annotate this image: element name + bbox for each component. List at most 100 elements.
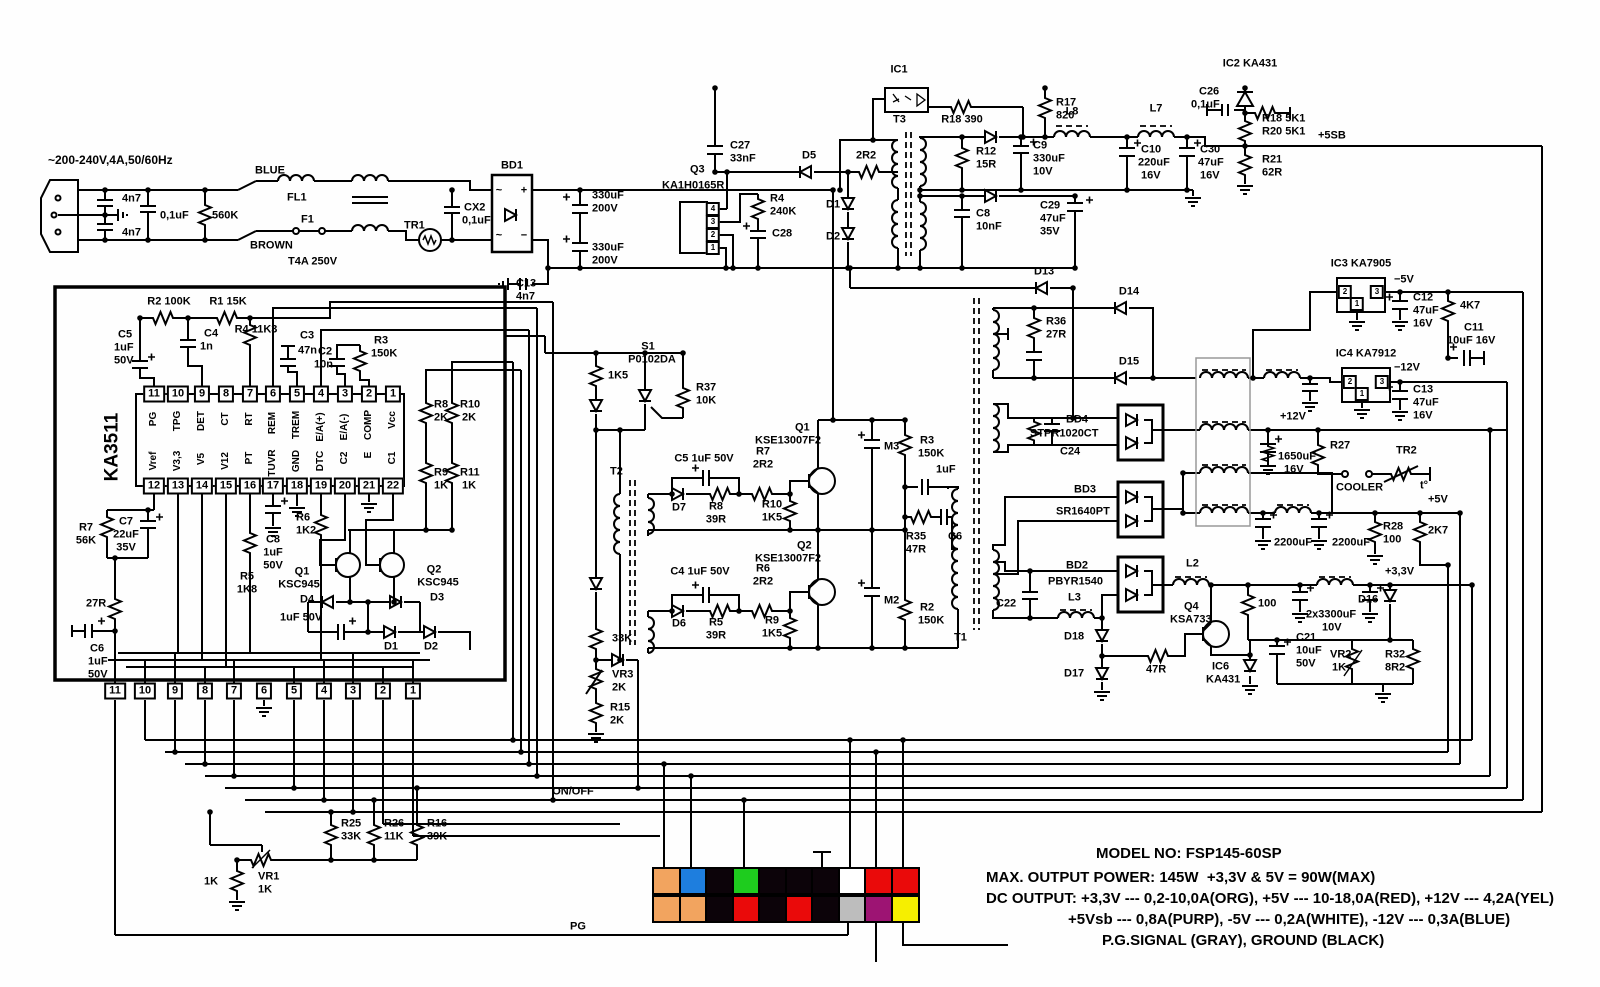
d13: D13 [1034, 265, 1055, 278]
polarity-marks [98, 138, 1457, 646]
d6: D6 [671, 617, 687, 630]
cx2-val: 0,1uF [462, 214, 491, 227]
ic2: IC2 KA431 [1222, 57, 1278, 70]
c9: C9 [1033, 139, 1048, 152]
pin-t8: 8 [217, 385, 235, 403]
d16: D16 [1358, 593, 1379, 606]
c4-ic-val: 1n [200, 340, 213, 353]
r-100-q4: 100 [1258, 597, 1277, 610]
pn-rem: REM [267, 411, 278, 435]
c-330uf-2: 330uF [592, 241, 624, 254]
c28: C28 [772, 227, 793, 240]
r17-val: 820 [1056, 109, 1075, 122]
conn-7: 7 [225, 682, 243, 700]
conn-5: 5 [285, 682, 303, 700]
c9-v1: 330uF [1033, 152, 1065, 165]
t2: T2 [610, 465, 623, 478]
legend-max-power: MAX. OUTPUT POWER: 145W +3,3V & 5V = 90W… [986, 869, 1376, 886]
pn-v5: V5 [196, 452, 207, 466]
q1-part: KSE13007F2 [755, 434, 822, 447]
r9-drv: R9 [764, 614, 780, 627]
r35: R35 [905, 530, 927, 543]
pin-b12: 12 [142, 477, 166, 495]
r28-val: 100 [1383, 533, 1402, 546]
c10-v1: 220uF [1138, 156, 1170, 169]
pin-b15: 15 [214, 477, 238, 495]
conn-9: 9 [166, 682, 184, 700]
vr3: VR3 [612, 668, 634, 681]
cx2: CX2 [464, 201, 486, 214]
r26: R26 [384, 817, 405, 830]
d1-a: D1 [826, 198, 841, 211]
c30-v1: 47uF [1198, 156, 1224, 169]
q3-part: KA1H0165R [662, 179, 725, 192]
legend-standby: +5Vsb --- 0,8A(PURP), -5V --- 0,2A(WHITE… [1068, 911, 1511, 928]
ic4-pin3: 3 [1374, 375, 1390, 389]
c13-b: C13 [1413, 383, 1434, 396]
s1-part: P0102DA [628, 353, 676, 366]
pin-t5: 5 [288, 385, 306, 403]
r16: R16 [427, 817, 448, 830]
pn-rt: RT [244, 412, 255, 426]
connector-pin-orange-0-0 [652, 867, 681, 895]
d18: D18 [1064, 630, 1085, 643]
c10: C10 [1141, 143, 1162, 156]
c-330uf-2v: 200V [592, 254, 618, 267]
r15-val: 2K [610, 714, 625, 727]
fuse-rating: T4A 250V [288, 255, 338, 268]
pn-v12: V12 [220, 452, 231, 470]
d2-ic: D2 [423, 640, 439, 653]
wire-blue: BLUE [255, 164, 285, 177]
pin-t1: 1 [384, 385, 402, 403]
pin-t10: 10 [166, 385, 190, 403]
c-2200-1: 2200uF [1274, 536, 1312, 549]
r9-ic: R9 [434, 466, 449, 479]
c21-v2: 50V [1296, 657, 1316, 670]
q1-drv: Q1 [795, 421, 810, 434]
q1-ic-part: KSC945 [278, 578, 320, 591]
t-deg: t° [1420, 479, 1429, 492]
r8-drv-val: 39R [705, 513, 727, 526]
c29-v1: 47uF [1040, 212, 1066, 225]
r35-val: 47R [905, 543, 927, 556]
r-33k: 33K [612, 632, 633, 645]
q3-pin3: 3 [705, 215, 721, 229]
r25: R25 [341, 817, 362, 830]
r1-ic: R1 15K [209, 295, 247, 308]
d7: D7 [671, 501, 687, 514]
r2-pri: R2 [920, 601, 935, 614]
t1: T1 [954, 631, 967, 644]
r12: R12 [976, 145, 997, 158]
c6-ic-v2: 50V [88, 668, 108, 681]
c2-ic: C2 [318, 345, 333, 358]
ic6: IC6 [1212, 660, 1230, 673]
r7-ic-val: 56K [75, 534, 97, 547]
connector-pin-purple-1-8 [864, 895, 893, 923]
pin-t7: 7 [241, 385, 259, 403]
d15: D15 [1118, 355, 1140, 368]
c6-ic-v1: 1uF [88, 655, 108, 668]
c10-v2: 16V [1141, 169, 1161, 182]
bd2-part: PBYR1540 [1048, 575, 1104, 588]
pin-t9: 9 [193, 385, 211, 403]
r10-drv: R10 [761, 498, 783, 511]
pin-b17: 17 [261, 477, 285, 495]
c26-val: 0,1uF [1191, 98, 1220, 111]
c-3300-v: 10V [1322, 621, 1342, 634]
r9-ic-val: 1K [434, 479, 449, 492]
c11: C11 [1464, 321, 1484, 334]
c12-v2: 16V [1413, 317, 1433, 330]
pin-t11: 11 [143, 385, 165, 403]
legend-dc-output: DC OUTPUT: +3,3V --- 0,2-10,0A(ORG), +5V… [986, 890, 1555, 907]
c8-ic-v1: 1uF [263, 546, 283, 559]
c6-ic: C6 [90, 642, 105, 655]
connector-pin-red-0-9 [890, 867, 920, 895]
conn-4: 4 [315, 682, 333, 700]
r21-val: 62R [1262, 166, 1283, 179]
conn-11: 11 [104, 682, 126, 700]
vr2-val: 1K [1332, 661, 1347, 674]
rail-m12: −12V [1394, 361, 1420, 374]
vr2: VR2 [1330, 648, 1352, 661]
d4-ic: D4 [300, 593, 315, 606]
